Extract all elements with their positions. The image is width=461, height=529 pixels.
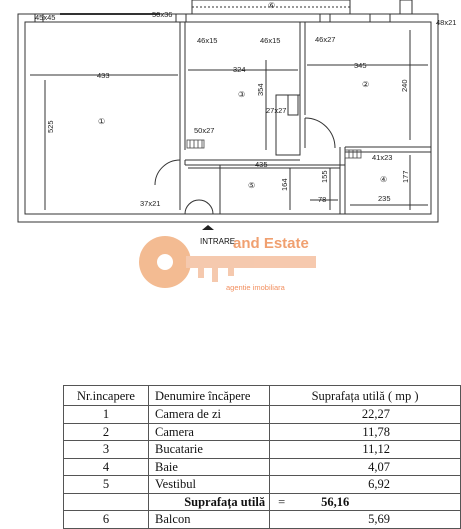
watermark-logo bbox=[139, 236, 316, 288]
table-row: 3 Bucatarie 11,12 bbox=[62, 440, 461, 459]
watermark-tagline: agentie imobiliara bbox=[226, 283, 286, 292]
dim-525: 525 bbox=[46, 120, 55, 133]
room-area-table: Nr.incapere Denumire încăpere Suprafața … bbox=[62, 385, 461, 529]
dim-41x23: 41x23 bbox=[372, 153, 392, 162]
row-name: Vestibul bbox=[148, 475, 271, 494]
dim-45x45: 45x45 bbox=[35, 13, 55, 22]
row-area: 5,69 bbox=[269, 510, 461, 529]
dim-433: 433 bbox=[97, 71, 110, 80]
dim-324: 324 bbox=[233, 65, 246, 74]
row-name: Camera de zi bbox=[148, 405, 271, 424]
row-area: 11,12 bbox=[269, 440, 461, 459]
dim-164: 164 bbox=[280, 178, 289, 191]
total-label: Suprafața utilă bbox=[148, 492, 271, 511]
header-name: Denumire încăpere bbox=[148, 385, 271, 406]
row-name: Bucatarie bbox=[148, 440, 271, 459]
row-area: 11,78 bbox=[269, 422, 461, 441]
table-row: 5 Vestibul 6,92 bbox=[62, 475, 461, 494]
entry-label: INTRARE bbox=[200, 237, 235, 246]
dim-78: 78 bbox=[318, 195, 326, 204]
dim-27x27: 27x27 bbox=[266, 106, 286, 115]
dim-50x36: 50x36 bbox=[152, 10, 172, 19]
table-total-row: Suprafața utilă = 56,16 bbox=[62, 492, 461, 511]
total-cell: = 56,16 bbox=[269, 492, 461, 511]
dim-354: 354 bbox=[256, 83, 265, 96]
row-name: Camera bbox=[148, 422, 271, 441]
row-nr: 3 bbox=[62, 440, 150, 459]
floor-plan: ① ② ③ ④ ⑤ ⑥ 45x45 50x36 48x21 46x15 46x1… bbox=[17, 0, 456, 292]
header-area: Suprafața utilă ( mp ) bbox=[269, 385, 461, 406]
dim-345: 345 bbox=[354, 61, 367, 70]
row-nr: 5 bbox=[62, 475, 150, 494]
total-value: 56,16 bbox=[321, 494, 350, 509]
dim-46x15-b: 46x15 bbox=[260, 36, 280, 45]
room-6-number: ⑥ bbox=[268, 1, 275, 10]
room-1-number: ① bbox=[98, 117, 105, 126]
row-area: 22,27 bbox=[269, 405, 461, 424]
entry-arrow-icon bbox=[202, 225, 214, 230]
dim-37x21: 37x21 bbox=[140, 199, 160, 208]
row-nr: 1 bbox=[62, 405, 150, 424]
dim-46x27: 46x27 bbox=[315, 35, 335, 44]
dim-235: 235 bbox=[378, 194, 391, 203]
table-row: 1 Camera de zi 22,27 bbox=[62, 405, 461, 424]
table-row: 2 Camera 11,78 bbox=[62, 422, 461, 441]
row-nr: 2 bbox=[62, 422, 150, 441]
table-row: 4 Baie 4,07 bbox=[62, 457, 461, 476]
dim-177: 177 bbox=[401, 170, 410, 183]
outer-wall bbox=[17, 13, 439, 223]
watermark-brand: and Estate bbox=[233, 235, 309, 252]
room-3-number: ③ bbox=[238, 90, 245, 99]
row-nr: 6 bbox=[62, 510, 150, 529]
row-nr: 4 bbox=[62, 457, 150, 476]
table-row: 6 Balcon 5,69 bbox=[62, 510, 461, 529]
dim-46x15-a: 46x15 bbox=[197, 36, 217, 45]
dim-155: 155 bbox=[320, 170, 329, 183]
dim-435: 435 bbox=[255, 160, 268, 169]
dim-48x21: 48x21 bbox=[436, 18, 456, 27]
row-name: Balcon bbox=[148, 510, 271, 529]
header-nr: Nr.incapere bbox=[62, 385, 150, 406]
dim-50x27: 50x27 bbox=[194, 126, 214, 135]
room-2-number: ② bbox=[362, 80, 369, 89]
total-eq-sign: = bbox=[278, 494, 286, 509]
row-area: 6,92 bbox=[269, 475, 461, 494]
room-4-number: ④ bbox=[380, 175, 387, 184]
row-area: 4,07 bbox=[269, 457, 461, 476]
room-5-number: ⑤ bbox=[248, 181, 255, 190]
table-header-row: Nr.incapere Denumire încăpere Suprafața … bbox=[62, 385, 461, 406]
dim-240: 240 bbox=[400, 79, 409, 92]
row-name: Baie bbox=[148, 457, 271, 476]
